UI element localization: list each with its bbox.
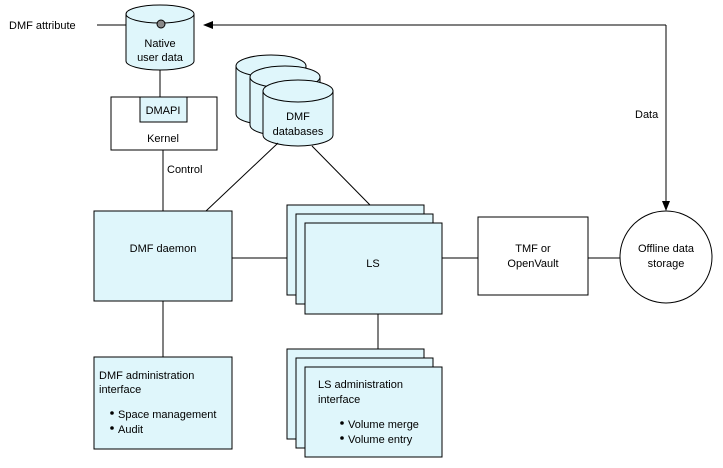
bullet-icon	[340, 421, 344, 425]
dmf-daemon-label: DMF daemon	[130, 243, 197, 255]
connector-db-ls	[311, 145, 371, 206]
dmf-admin-item: Space management	[118, 409, 216, 421]
tmf-label-1: TMF or	[515, 243, 551, 255]
tmf-openvault-box: TMF or OpenVault	[477, 216, 589, 296]
ls-admin-item: Volume entry	[348, 434, 413, 446]
ls-admin-stack: LS administration interface Volume merge…	[286, 348, 443, 458]
ls-stack: LS	[286, 204, 443, 315]
dmf-admin-box: DMF administration interface Space manag…	[93, 356, 233, 450]
dmf-databases-label-1: DMF	[286, 111, 310, 123]
dmf-admin-label-1: DMF administration	[99, 370, 194, 382]
kernel-box: DMAPI Kernel	[110, 96, 218, 151]
ls-admin-item: Volume merge	[348, 419, 419, 431]
offline-storage-circle: Offline data storage	[619, 210, 713, 304]
dmf-admin-label-2: interface	[99, 384, 141, 396]
dmf-attribute-label: DMF attribute	[9, 20, 76, 32]
control-label: Control	[167, 164, 202, 176]
ls-label: LS	[366, 258, 379, 270]
dmf-databases-cylinders: DMF databases	[235, 54, 334, 147]
bullet-icon	[340, 436, 344, 440]
native-user-data-label-1: Native	[144, 38, 175, 50]
offline-label-1: Offline data	[638, 243, 695, 255]
connector-db-daemon	[205, 142, 279, 212]
ls-admin-label-1: LS administration	[318, 379, 403, 391]
dmapi-label: DMAPI	[146, 105, 181, 117]
data-label: Data	[635, 109, 659, 121]
bullet-icon	[110, 426, 114, 430]
tmf-label-2: OpenVault	[507, 258, 558, 270]
ls-admin-label-2: interface	[318, 394, 360, 406]
offline-label-2: storage	[648, 258, 685, 270]
dmf-databases-label-2: databases	[273, 126, 324, 138]
attribute-dot	[156, 19, 166, 29]
dmf-admin-item: Audit	[118, 424, 143, 436]
kernel-label: Kernel	[147, 133, 179, 145]
dmf-daemon-box: DMF daemon	[93, 210, 233, 302]
native-user-data-label-2: user data	[137, 52, 184, 64]
bullet-icon	[110, 411, 114, 415]
native-user-data-cylinder: Native user data	[125, 4, 195, 71]
dmapi-box	[139, 96, 188, 123]
